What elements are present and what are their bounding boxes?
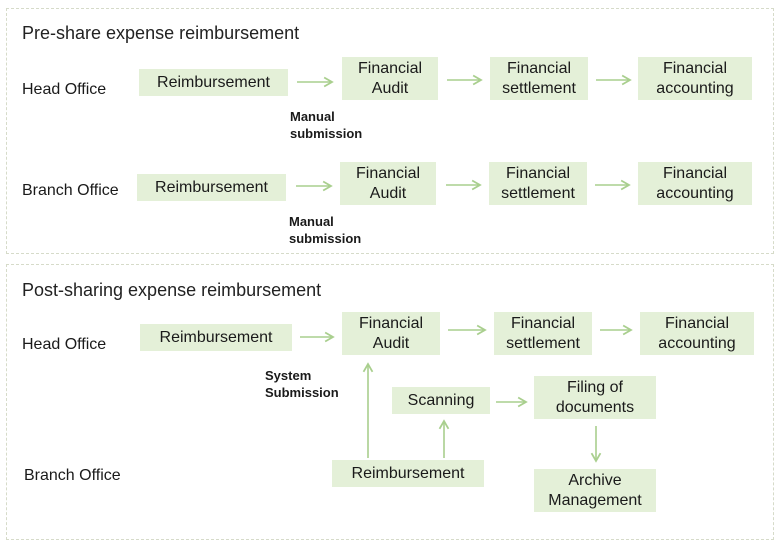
pre-head-settlement-box: Financial settlement [490, 57, 588, 100]
pre-branch-audit-box: Financial Audit [340, 162, 436, 205]
post-archive-box: Archive Management [534, 469, 656, 512]
pre-branch-accounting-box: Financial accounting [638, 162, 752, 205]
post-head-office-label: Head Office [22, 336, 107, 353]
post-system-submission-note: System Submission [265, 368, 339, 400]
pre-head-reimbursement-box: Reimbursement [139, 69, 288, 96]
pre-head-accounting-box: Financial accounting [638, 57, 752, 100]
pre-head-manual-submission-note: Manual submission [290, 109, 363, 141]
post-scanning-box: Scanning [392, 387, 490, 414]
post-filing-box: Filing of documents [534, 376, 656, 419]
post-branch-office-label: Branch Office [24, 467, 121, 484]
post-head-accounting-box: Financial accounting [640, 312, 754, 355]
pre-share-panel [6, 8, 774, 254]
pre-head-audit-box: Financial Audit [342, 57, 438, 100]
pre-share-title: Pre-share expense reimbursement [22, 23, 300, 43]
post-head-audit-box: Financial Audit [342, 312, 440, 355]
pre-branch-reimbursement-box: Reimbursement [137, 174, 286, 201]
post-sharing-title: Post-sharing expense reimbursement [22, 280, 322, 300]
post-branch-reimbursement-box: Reimbursement [332, 460, 484, 487]
post-head-reimbursement-box: Reimbursement [140, 324, 292, 351]
post-head-settlement-box: Financial settlement [494, 312, 592, 355]
post-sharing-panel [6, 264, 774, 540]
pre-branch-settlement-box: Financial settlement [489, 162, 587, 205]
pre-branch-office-label: Branch Office [22, 182, 119, 199]
pre-branch-manual-submission-note: Manual submission [289, 214, 362, 246]
pre-head-office-label: Head Office [22, 81, 107, 98]
